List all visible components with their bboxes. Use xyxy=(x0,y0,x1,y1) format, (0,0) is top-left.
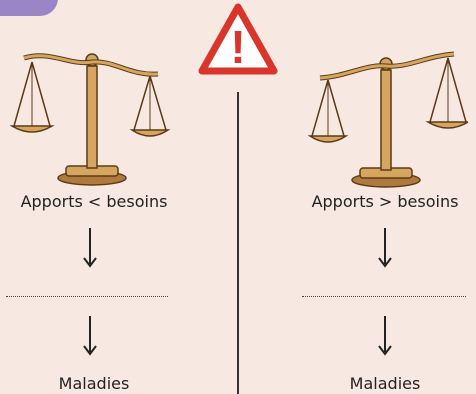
left-condition-label: Apports < besoins xyxy=(0,192,194,211)
warning-exclamation: ! xyxy=(230,21,245,73)
scale-icon-right xyxy=(308,42,468,190)
left-result-label: Maladies xyxy=(0,374,194,393)
scale-icon-left xyxy=(10,40,172,188)
down-arrow-icon xyxy=(83,316,97,356)
down-arrow-icon xyxy=(378,316,392,356)
down-arrow-icon xyxy=(378,228,392,268)
right-condition-label: Apports > besoins xyxy=(285,192,476,211)
corner-tab xyxy=(0,0,58,16)
right-blank-line xyxy=(302,296,466,297)
warning-icon: ! xyxy=(197,2,279,76)
right-result-label: Maladies xyxy=(285,374,476,393)
left-blank-line xyxy=(6,296,168,297)
center-divider xyxy=(237,92,239,394)
down-arrow-icon xyxy=(83,228,97,268)
